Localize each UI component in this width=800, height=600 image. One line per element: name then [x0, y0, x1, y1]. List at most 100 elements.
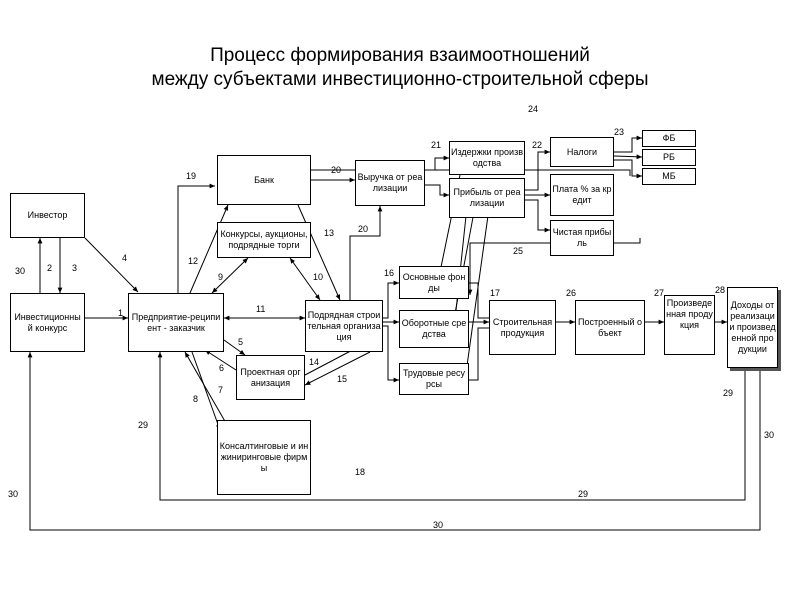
label-8: 8	[193, 394, 199, 404]
label-5: 5	[238, 337, 244, 347]
arrow-8	[184, 351, 231, 431]
fixed-assets-box: Основные фонды	[399, 266, 469, 299]
credit-payment-box: Плата % за кредит	[550, 174, 614, 216]
sales-profit-label: Прибыль от реализации	[453, 187, 521, 208]
arrow-profit-net	[525, 199, 550, 233]
label-1: 1	[118, 308, 124, 318]
title-line-1: Процесс формирования взаимоотношений	[210, 45, 590, 66]
manufactured-products-label: Произведенная продукция	[666, 298, 713, 330]
credit-payment-label: Плата % за кредит	[552, 184, 612, 205]
invest-contest-box: Инвестиционный конкурс	[10, 293, 85, 352]
label-24: 24	[528, 104, 539, 114]
label-30b: 30	[8, 489, 19, 499]
arrow-17-labor	[469, 327, 489, 381]
manufactured-products-box: Произведенная продукция	[664, 295, 715, 355]
label-27: 27	[654, 288, 665, 298]
contests-label: Конкурсы, аукционы, подрядные торги	[220, 229, 308, 250]
sales-revenue-label: Выручка от реализации	[357, 172, 423, 193]
label-29b: 29	[578, 489, 589, 499]
label-4: 4	[122, 253, 128, 263]
built-object-label: Построенный объект	[577, 316, 643, 338]
label-9: 9	[218, 272, 224, 282]
title-line-2: между субъектами инвестиционно-строитель…	[151, 69, 649, 90]
label-26: 26	[566, 288, 577, 298]
contractor-label: Подрядная строительная организация	[307, 309, 381, 342]
built-object-box: Построенный объект	[575, 300, 645, 355]
arrow-16-labor	[383, 325, 399, 383]
label-15: 15	[337, 374, 348, 384]
label-25: 25	[513, 246, 524, 256]
arrow-15	[304, 351, 371, 386]
label-20a: 20	[331, 165, 342, 175]
consulting-label: Консалтинговые и инжиниринговые фирмы	[219, 441, 309, 473]
arrow-5	[223, 339, 246, 356]
label-13: 13	[324, 228, 335, 238]
label-30d: 30	[764, 430, 775, 440]
arrow-23-fb	[614, 135, 642, 153]
label-3: 3	[72, 263, 78, 273]
label-29c: 29	[723, 388, 734, 398]
production-costs-label: Издержки производства	[451, 147, 523, 168]
contests-box: Конкурсы, аукционы, подрядные торги	[217, 222, 311, 258]
mb-label: МБ	[662, 171, 676, 181]
consulting-box: Консалтинговые и инжиниринговые фирмы	[217, 420, 311, 495]
enterprise-label: Предприятие-реципиент - заказчик	[131, 311, 221, 333]
label-21: 21	[431, 140, 442, 150]
construction-products-label: Строительная продукция	[492, 316, 553, 338]
label-10: 10	[313, 272, 324, 282]
arrow-10	[289, 257, 321, 301]
income-box: Доходы от реализации произведенной проду…	[727, 287, 778, 368]
label-7: 7	[218, 385, 224, 395]
arrow-29	[157, 352, 746, 501]
sales-profit-box: Прибыль от реализации	[449, 178, 525, 218]
net-profit-label: Чистая прибыль	[552, 227, 612, 248]
bank-label: Банк	[254, 174, 274, 185]
bank-box: Банк	[217, 155, 311, 205]
taxes-box: Налоги	[550, 137, 614, 167]
design-org-box: Проектная организация	[236, 355, 305, 400]
rb-label: РБ	[663, 152, 675, 162]
construction-products-box: Строительная продукция	[489, 300, 556, 355]
label-22: 22	[532, 140, 543, 150]
enterprise-box: Предприятие-реципиент - заказчик	[128, 293, 224, 352]
label-6: 6	[219, 363, 225, 373]
label-30a: 30	[15, 266, 26, 276]
taxes-label: Налоги	[566, 146, 598, 157]
mb-box: МБ	[642, 168, 696, 185]
production-costs-box: Издержки производства	[449, 141, 525, 175]
net-profit-box: Чистая прибыль	[550, 220, 614, 256]
design-org-label: Проектная организация	[240, 366, 301, 388]
arrow-revenue-profit	[425, 184, 449, 198]
label-20b: 20	[358, 224, 369, 234]
arrow-19	[177, 183, 215, 293]
label-29a: 29	[138, 420, 149, 430]
fb-label: ФБ	[662, 133, 676, 143]
contractor-box: Подрядная строительная организация	[305, 300, 383, 352]
label-23: 23	[614, 127, 625, 137]
arrow-6	[204, 349, 237, 371]
arrow-20b	[349, 206, 383, 300]
arrow-21	[425, 155, 449, 171]
arrow-22	[525, 149, 550, 191]
label-16: 16	[384, 268, 395, 278]
working-capital-label: Оборотные средства	[401, 318, 467, 339]
label-17: 17	[490, 288, 501, 298]
labor-label: Трудовые ресурсы	[402, 368, 466, 389]
label-19: 19	[186, 171, 197, 181]
label-18: 18	[355, 467, 366, 477]
label-30c: 30	[433, 520, 444, 530]
rb-box: РБ	[642, 149, 696, 166]
label-11: 11	[256, 304, 266, 314]
arrow-13	[297, 204, 341, 301]
arrow-9	[211, 257, 249, 294]
arrow-7	[191, 351, 221, 431]
labor-box: Трудовые ресурсы	[399, 363, 469, 395]
label-2: 2	[47, 263, 53, 273]
arrow-30	[27, 352, 761, 531]
invest-contest-label: Инвестиционный конкурс	[14, 311, 81, 333]
sales-revenue-box: Выручка от реализации	[355, 160, 425, 206]
investor-label: Инвестор	[27, 210, 68, 220]
arrow-23-mb	[614, 159, 642, 179]
working-capital-box: Оборотные средства	[399, 310, 469, 348]
label-12: 12	[188, 256, 199, 266]
